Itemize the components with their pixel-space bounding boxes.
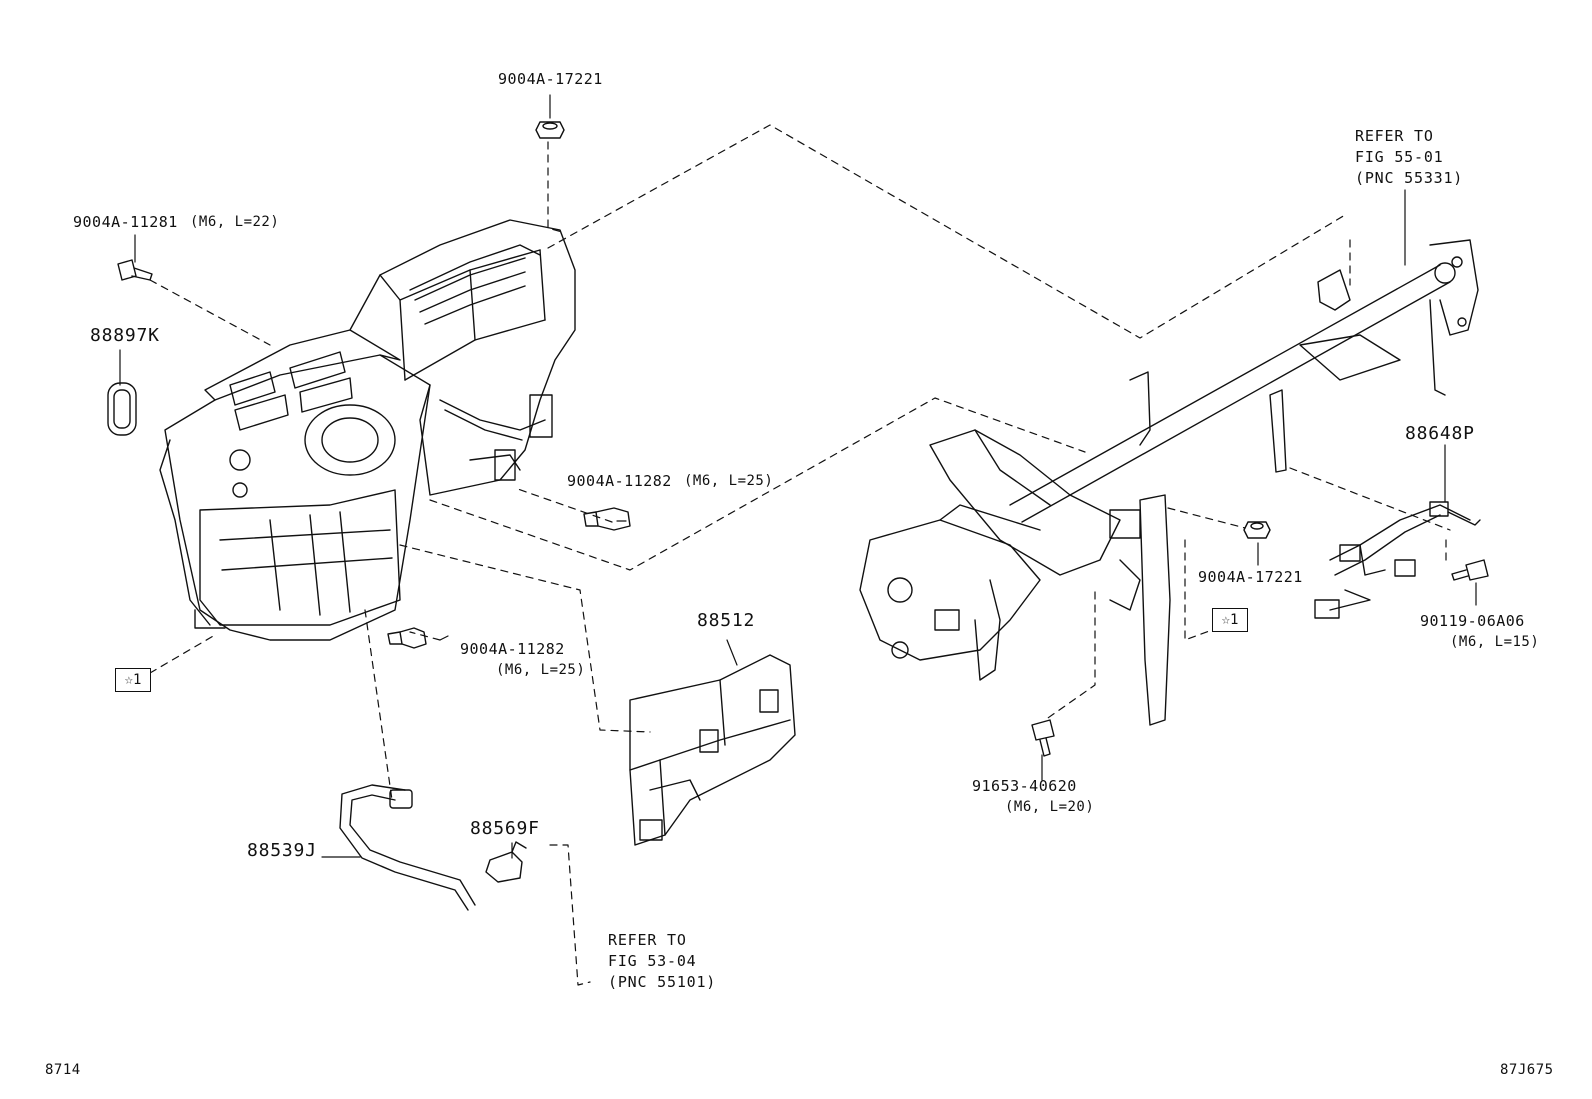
part-spec-9004a-11282-b: (M6, L=25): [496, 662, 586, 678]
part-label-88539j: 88539J: [247, 840, 317, 861]
bolt-icon: [1031, 719, 1055, 757]
wire-harness-icon: [1314, 501, 1481, 619]
part-label-88569f: 88569F: [470, 818, 540, 839]
part-label-9004a-17221-top: 9004A-17221: [498, 70, 603, 88]
nut-icon: [1243, 521, 1271, 539]
dashed-leader-lines: [149, 124, 1451, 986]
refer-note-line: FIG 55-01: [1355, 148, 1444, 166]
footer-code-right: 87J675: [1500, 1062, 1554, 1078]
part-label-90119-06a06: 90119-06A06: [1420, 612, 1525, 630]
bolt-icon: [583, 507, 631, 531]
bolt-icon: [117, 259, 153, 281]
instrument-panel-reinforcement: [859, 239, 1479, 726]
refer-note-fig-53-04: REFER TO FIG 53-04 (PNC 55101): [608, 930, 716, 993]
refer-note-line: FIG 53-04: [608, 952, 697, 970]
bolt-icon: [1451, 559, 1489, 581]
star-marker-right: ☆1: [1212, 608, 1248, 632]
part-label-88648p: 88648P: [1405, 423, 1475, 444]
part-label-9004a-11281: 9004A-11281: [73, 213, 178, 231]
part-spec-91653-40620: (M6, L=20): [1005, 799, 1095, 815]
part-label-88512: 88512: [697, 610, 756, 631]
part-label-91653-40620: 91653-40620: [972, 777, 1077, 795]
grommet-icon: [107, 382, 137, 436]
refer-note-line: REFER TO: [1355, 127, 1434, 145]
refer-note-fig-55-01: REFER TO FIG 55-01 (PNC 55331): [1355, 126, 1463, 189]
part-spec-90119-06a06: (M6, L=15): [1450, 634, 1540, 650]
duct-88512: [629, 654, 796, 846]
nut-icon: [535, 121, 565, 139]
solid-leader-lines: [119, 94, 1477, 859]
part-label-9004a-17221-right: 9004A-17221: [1198, 568, 1303, 586]
heater-ac-unit: [159, 219, 576, 641]
footer-code-left: 8714: [45, 1062, 81, 1078]
hose-icon: [339, 784, 476, 911]
refer-note-line: (PNC 55101): [608, 973, 717, 991]
part-label-9004a-11282-b: 9004A-11282: [460, 640, 565, 658]
star-marker-left: ☆1: [115, 668, 151, 692]
part-label-9004a-11282-a: 9004A-11282: [567, 472, 672, 490]
refer-note-line: (PNC 55331): [1355, 169, 1464, 187]
part-spec-9004a-11282-a: (M6, L=25): [684, 473, 774, 489]
part-label-88897k: 88897K: [90, 325, 160, 346]
refer-note-line: REFER TO: [608, 931, 687, 949]
bolt-icon: [387, 627, 427, 649]
part-spec-9004a-11281: (M6, L=22): [190, 214, 280, 230]
sensor-icon: [485, 841, 527, 883]
